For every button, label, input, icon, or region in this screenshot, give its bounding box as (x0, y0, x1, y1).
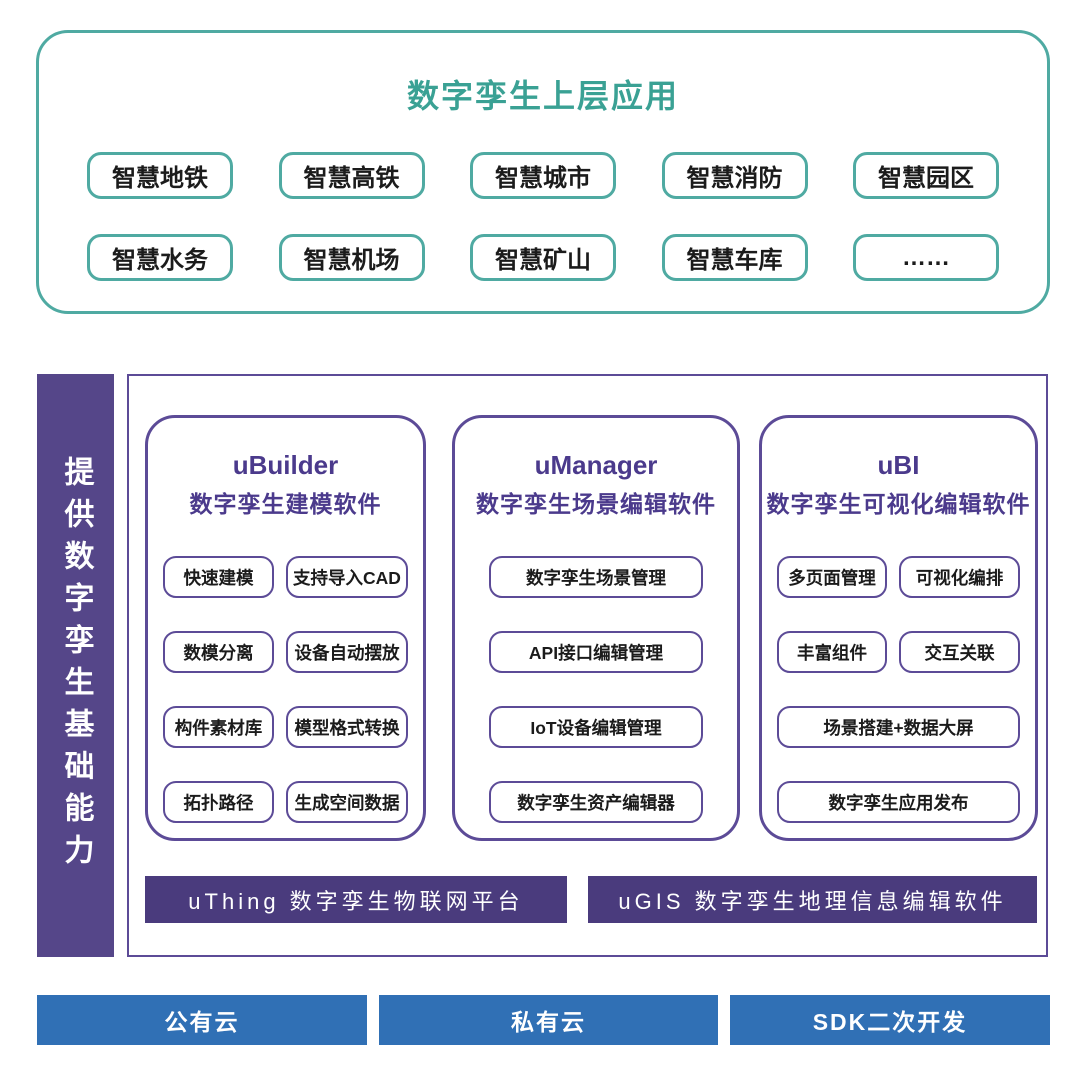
product-card-ubuilder: uBuilder 数字孪生建模软件 快速建模 支持导入CAD 数模分离 设备自动… (145, 415, 426, 841)
feature-grid: 快速建模 支持导入CAD 数模分离 设备自动摆放 构件素材库 模型格式转换 拓扑… (148, 556, 423, 823)
product-subtitle: 数字孪生场景编辑软件 (476, 491, 716, 517)
product-title: uManager 数字孪生场景编辑软件 (455, 450, 737, 520)
feature-chip: 可视化编排 (899, 556, 1020, 598)
feature-chip: API接口编辑管理 (489, 631, 703, 673)
platform-bar-uthing: uThing 数字孪生物联网平台 (145, 876, 567, 923)
capability-sidebar: 提供数字孪生基础能力 (37, 374, 114, 957)
app-chip: 智慧机场 (278, 234, 425, 281)
product-name: uBI (877, 450, 920, 480)
feature-chip: 拓扑路径 (163, 781, 274, 823)
upper-applications-panel: 数字孪生上层应用 智慧地铁 智慧高铁 智慧城市 智慧消防 智慧园区 智慧水务 智… (36, 30, 1050, 314)
feature-grid: 多页面管理 可视化编排 丰富组件 交互关联 场景搭建+数据大屏 数字孪生应用发布 (762, 556, 1035, 823)
feature-chip: 快速建模 (163, 556, 274, 598)
feature-chip: 支持导入CAD (285, 556, 408, 598)
app-chip: 智慧园区 (853, 152, 999, 199)
app-chip: 智慧高铁 (278, 152, 425, 199)
app-chip: 智慧水务 (87, 234, 233, 281)
app-chip: 智慧矿山 (470, 234, 616, 281)
feature-chip: 多页面管理 (777, 556, 887, 598)
product-subtitle: 数字孪生建模软件 (189, 491, 382, 517)
product-name: uManager (534, 450, 658, 480)
product-card-umanager: uManager 数字孪生场景编辑软件 数字孪生场景管理 API接口编辑管理 I… (452, 415, 740, 841)
feature-chip: 生成空间数据 (285, 781, 408, 823)
product-title: uBuilder 数字孪生建模软件 (148, 450, 423, 520)
feature-list: 数字孪生场景管理 API接口编辑管理 IoT设备编辑管理 数字孪生资产编辑器 (455, 556, 737, 823)
app-row-1: 智慧地铁 智慧高铁 智慧城市 智慧消防 智慧园区 (39, 152, 1047, 199)
product-title: uBI 数字孪生可视化编辑软件 (762, 450, 1035, 520)
app-chip: 智慧地铁 (87, 152, 233, 199)
feature-chip: 场景搭建+数据大屏 (777, 706, 1020, 748)
feature-chip: 构件素材库 (163, 706, 274, 748)
app-chip: 智慧车库 (661, 234, 808, 281)
feature-chip: 设备自动摆放 (285, 631, 408, 673)
feature-chip: 模型格式转换 (285, 706, 408, 748)
product-subtitle: 数字孪生可视化编辑软件 (766, 491, 1031, 517)
product-name: uBuilder (232, 450, 339, 480)
feature-chip: 数字孪生应用发布 (777, 781, 1020, 823)
feature-chip: 数模分离 (163, 631, 274, 673)
capability-sidebar-label: 提供数字孪生基础能力 (59, 455, 93, 876)
feature-chip: 数字孪生场景管理 (489, 556, 703, 598)
upper-applications-title: 数字孪生上层应用 (406, 78, 679, 114)
platform-bar-ugis: uGIS 数字孪生地理信息编辑软件 (588, 876, 1037, 923)
app-chip: 智慧城市 (470, 152, 616, 199)
core-capability-panel: uBuilder 数字孪生建模软件 快速建模 支持导入CAD 数模分离 设备自动… (127, 374, 1048, 957)
product-card-ubi: uBI 数字孪生可视化编辑软件 多页面管理 可视化编排 丰富组件 交互关联 场景… (759, 415, 1038, 841)
feature-chip: 数字孪生资产编辑器 (489, 781, 703, 823)
deployment-bar-private-cloud: 私有云 (379, 995, 718, 1045)
feature-chip: IoT设备编辑管理 (489, 706, 703, 748)
deployment-bar-public-cloud: 公有云 (37, 995, 367, 1045)
deployment-bar-sdk: SDK二次开发 (730, 995, 1050, 1045)
app-chip: …… (853, 234, 999, 281)
feature-chip: 丰富组件 (777, 631, 887, 673)
feature-chip: 交互关联 (899, 631, 1020, 673)
app-chip: 智慧消防 (661, 152, 808, 199)
app-row-2: 智慧水务 智慧机场 智慧矿山 智慧车库 …… (39, 234, 1047, 281)
